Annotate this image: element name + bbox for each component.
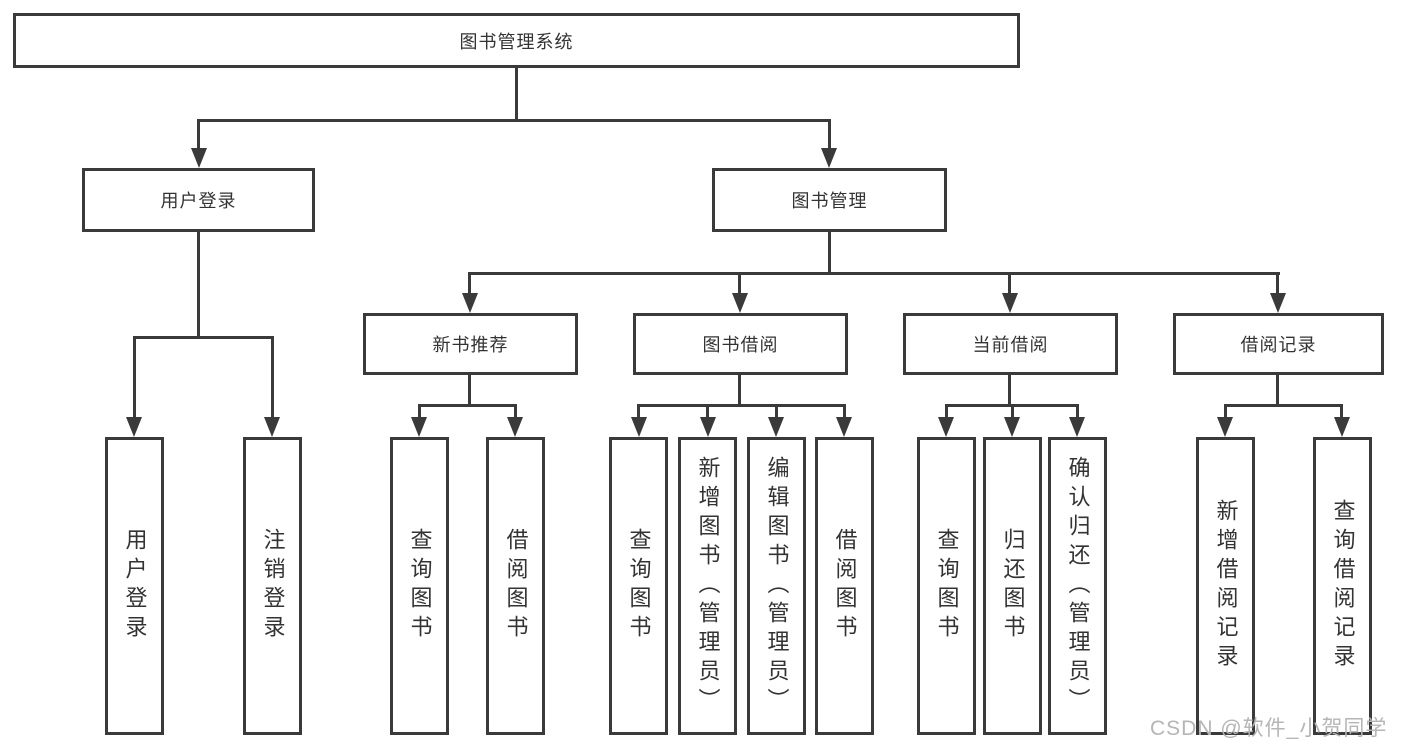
arrowhead-down-icon (1334, 417, 1350, 437)
connector-vline (1008, 375, 1011, 407)
watermark: CSDN @软件_小贺同学 (1150, 717, 1388, 740)
connector-vline (1276, 272, 1279, 296)
section-node-label: 图书借阅 (702, 335, 779, 355)
leaf-node-label: 新增借阅记录 (1213, 499, 1239, 673)
arrowhead-down-icon (462, 293, 478, 313)
section-node-label: 当前借阅 (972, 335, 1049, 355)
connector-vline (197, 232, 200, 339)
root-node: 图书管理系统 (13, 13, 1020, 68)
leaf-node-label: 查询借阅记录 (1330, 499, 1356, 673)
arrowhead-down-icon (507, 417, 523, 437)
section-node-new-books: 新书推荐 (363, 313, 578, 375)
arrowhead-down-icon (938, 417, 954, 437)
arrowhead-down-icon (126, 417, 142, 437)
leaf-node-label: 查询图书 (934, 528, 960, 644)
arrowhead-down-icon (768, 417, 784, 437)
connector-vline (706, 404, 709, 420)
arrowhead-down-icon (1069, 417, 1085, 437)
branch-node-book-manage: 图书管理 (712, 168, 947, 232)
connector-vline (515, 68, 518, 122)
leaf-node-label: 用户登录 (122, 528, 148, 644)
branch-node-user-login: 用户登录 (82, 168, 315, 232)
connector-vline (775, 404, 778, 420)
arrowhead-down-icon (821, 148, 837, 168)
leaf-node-confirm-return-admin: 确认归还（管理员） (1048, 437, 1107, 735)
connector-vline (843, 404, 846, 420)
connector-vline (738, 375, 741, 407)
leaf-node-logout: 注销登录 (243, 437, 302, 735)
leaf-node-query-books-1: 查询图书 (390, 437, 449, 735)
arrowhead-down-icon (631, 417, 647, 437)
leaf-node-label: 查询图书 (626, 528, 652, 644)
leaf-node-label: 编辑图书（管理员） (764, 455, 790, 717)
arrowhead-down-icon (191, 148, 207, 168)
connector-vline (418, 404, 421, 420)
connector-vline (133, 336, 136, 420)
connector-vline (468, 272, 471, 296)
leaf-node-borrow-books-2: 借阅图书 (815, 437, 874, 735)
arrowhead-down-icon (1270, 293, 1286, 313)
connector-hline (637, 404, 846, 407)
connector-hline (418, 404, 517, 407)
arrowhead-down-icon (700, 417, 716, 437)
connector-vline (1008, 272, 1011, 296)
connector-vline (1076, 404, 1079, 420)
arrowhead-down-icon (836, 417, 852, 437)
connector-hline (1224, 404, 1343, 407)
leaf-node-label: 查询图书 (407, 528, 433, 644)
leaf-node-return-books: 归还图书 (983, 437, 1042, 735)
section-node-book-borrow: 图书借阅 (633, 313, 848, 375)
leaf-node-label: 借阅图书 (832, 528, 858, 644)
connector-vline (514, 404, 517, 420)
connector-vline (1340, 404, 1343, 420)
connector-vline (945, 404, 948, 420)
branch-node-label: 用户登录 (160, 191, 237, 211)
arrowhead-down-icon (264, 417, 280, 437)
arrowhead-down-icon (411, 417, 427, 437)
leaf-node-borrow-books-1: 借阅图书 (486, 437, 545, 735)
leaf-node-label: 确认归还（管理员） (1065, 455, 1091, 717)
connector-vline (1011, 404, 1014, 420)
connector-vline (738, 272, 741, 296)
leaf-node-add-borrow-record: 新增借阅记录 (1196, 437, 1255, 735)
arrowhead-down-icon (732, 293, 748, 313)
leaf-node-query-books-2: 查询图书 (609, 437, 668, 735)
section-node-borrow-records: 借阅记录 (1173, 313, 1384, 375)
leaf-node-label: 借阅图书 (503, 528, 529, 644)
connector-vline (468, 375, 471, 407)
branch-node-label: 图书管理 (791, 191, 868, 211)
leaf-node-query-books-3: 查询图书 (917, 437, 976, 735)
root-node-label: 图书管理系统 (459, 31, 574, 52)
connector-vline (271, 336, 274, 420)
leaf-node-add-books-admin: 新增图书（管理员） (678, 437, 737, 735)
connector-hline (133, 336, 274, 339)
connector-hline (197, 119, 831, 122)
section-node-label: 借阅记录 (1240, 335, 1317, 355)
connector-hline (468, 272, 1280, 275)
connector-vline (197, 119, 200, 151)
section-node-label: 新书推荐 (432, 335, 509, 355)
leaf-node-user-login: 用户登录 (105, 437, 164, 735)
arrowhead-down-icon (1217, 417, 1233, 437)
arrowhead-down-icon (1002, 293, 1018, 313)
arrowhead-down-icon (1004, 417, 1020, 437)
section-node-current-borrow: 当前借阅 (903, 313, 1118, 375)
leaf-node-query-borrow-record: 查询借阅记录 (1313, 437, 1372, 735)
connector-vline (828, 232, 831, 275)
connector-vline (637, 404, 640, 420)
leaf-node-label: 新增图书（管理员） (695, 455, 721, 717)
leaf-node-label: 归还图书 (1000, 528, 1026, 644)
connector-vline (828, 119, 831, 151)
leaf-node-label: 注销登录 (260, 528, 286, 644)
connector-vline (1276, 375, 1279, 407)
leaf-node-edit-books-admin: 编辑图书（管理员） (747, 437, 806, 735)
connector-vline (1224, 404, 1227, 420)
